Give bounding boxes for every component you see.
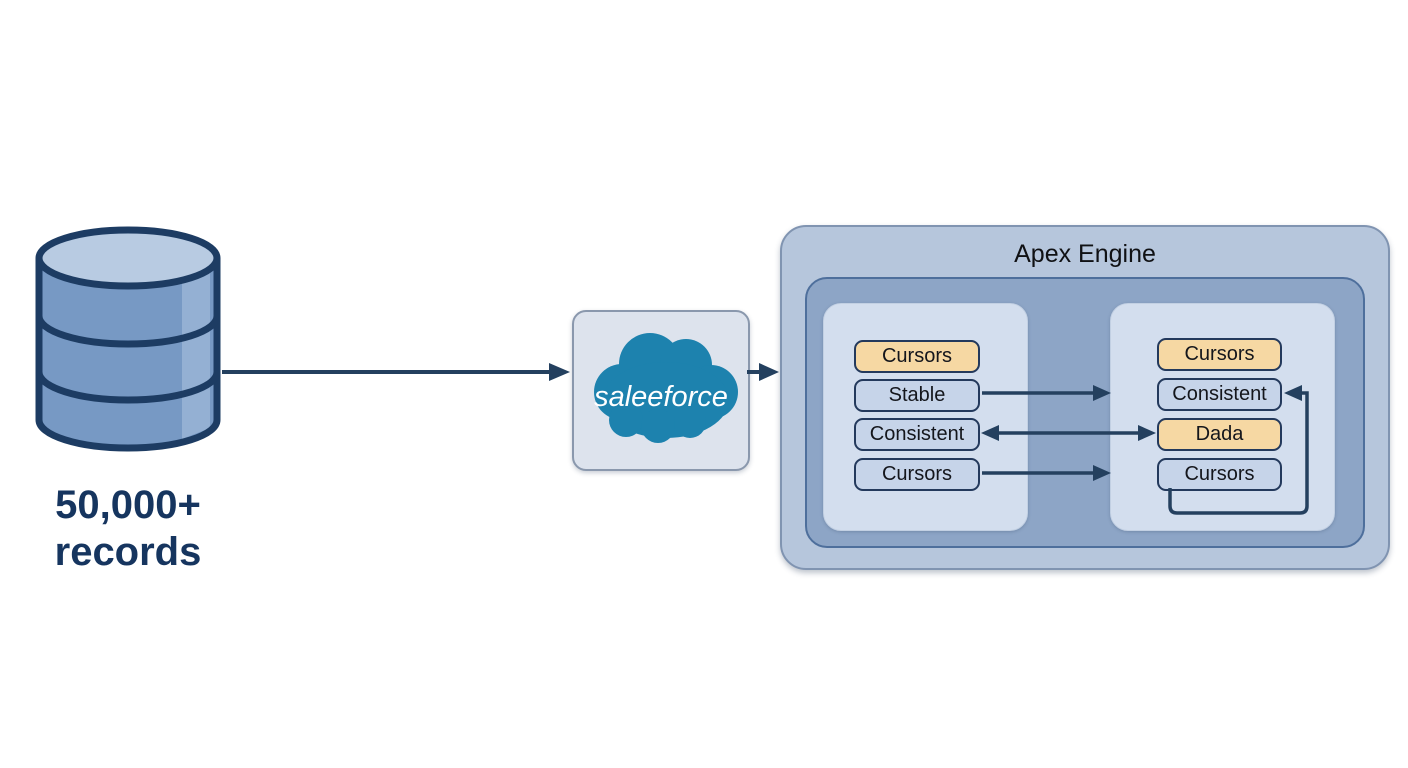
node-cursors-left-1: Cursors xyxy=(854,340,980,373)
arrow-database-to-salesforce xyxy=(222,363,570,381)
apex-right-panel: Cursors Consistent Dada Cursors xyxy=(1110,303,1335,531)
node-consistent-right: Consistent xyxy=(1157,378,1282,411)
node-cursors-left-2: Cursors xyxy=(854,458,980,491)
record-count-value: 50,000+ xyxy=(55,483,201,527)
node-consistent-left: Consistent xyxy=(854,418,980,451)
salesforce-node: saleeforce xyxy=(572,310,750,471)
apex-left-panel: Cursors Stable Consistent Cursors xyxy=(823,303,1028,531)
database-record-count-label: 50,000+ records xyxy=(8,482,248,576)
arrow-salesforce-to-apex xyxy=(747,363,779,381)
node-cursors-right-1: Cursors xyxy=(1157,338,1282,371)
salesforce-logo-text: saleeforce xyxy=(594,381,728,413)
node-stable: Stable xyxy=(854,379,980,412)
node-dada: Dada xyxy=(1157,418,1282,451)
node-cursors-right-2: Cursors xyxy=(1157,458,1282,491)
database-cylinder-icon xyxy=(35,226,221,452)
database-icon xyxy=(30,220,226,463)
apex-engine-title: Apex Engine xyxy=(1014,240,1156,268)
record-count-unit: records xyxy=(54,529,202,574)
apex-engine-inner-panel: Cursors Stable Consistent Cursors Cursor… xyxy=(805,277,1365,548)
cloud-icon: saleeforce xyxy=(594,333,738,443)
apex-engine-container: Apex Engine Cursors Stable Consistent Cu… xyxy=(780,225,1390,570)
